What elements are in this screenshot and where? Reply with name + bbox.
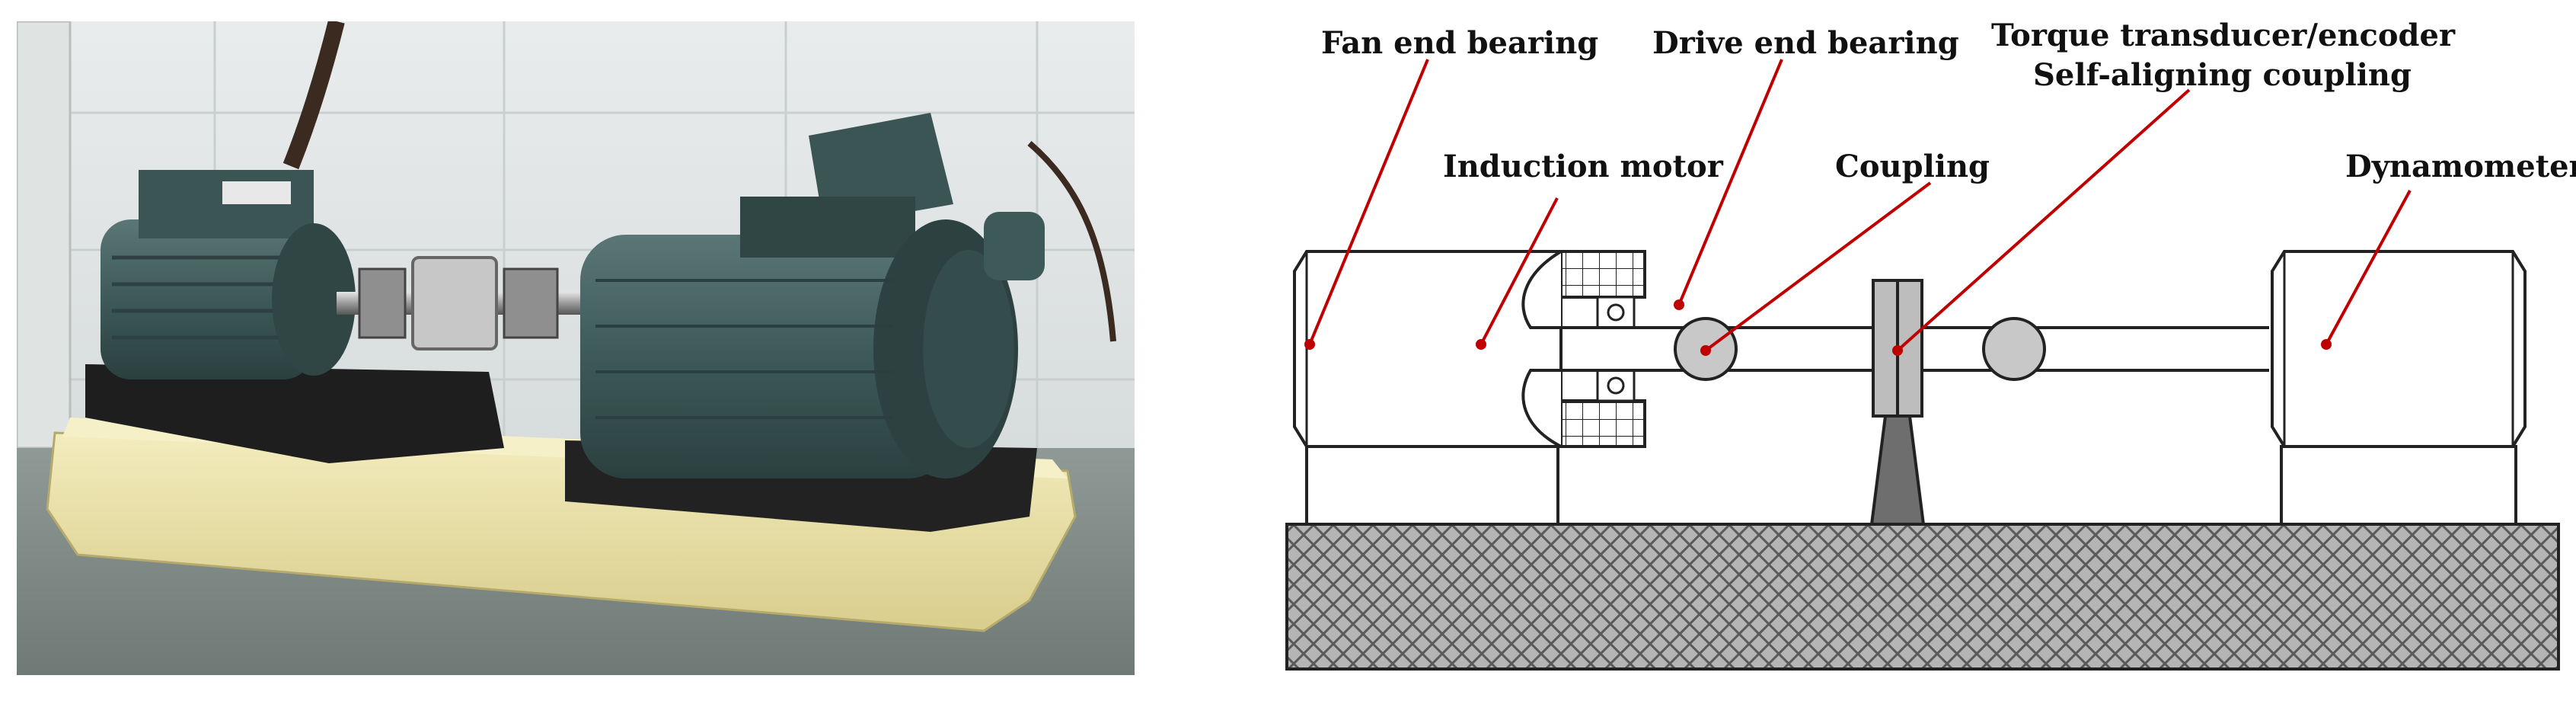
dynamometer-outline xyxy=(2271,250,2527,448)
motor-rotor-curve xyxy=(1521,250,1563,448)
leader-lines xyxy=(1308,59,2412,352)
dyno-top-box xyxy=(740,197,915,258)
transducer-support xyxy=(1869,415,1926,526)
motor-end-cap xyxy=(272,223,356,376)
dyno-fins xyxy=(595,279,892,419)
label-fan-end-bearing: Fan end bearing xyxy=(1321,25,1598,61)
motor-foot xyxy=(1305,445,1559,526)
leader-coupling xyxy=(1704,181,1932,352)
dyno-fan-housing xyxy=(984,212,1045,280)
bearing-lower-ball xyxy=(1607,376,1625,395)
label-dynamometer: Dynamometer xyxy=(2345,149,2576,184)
coupling-left xyxy=(358,267,407,339)
leader-dots xyxy=(1304,299,2332,356)
cable xyxy=(1027,140,1116,342)
leader-dynamometer xyxy=(2325,190,2412,345)
leader-induction-motor xyxy=(1480,197,1559,345)
bearing-upper-ball xyxy=(1607,303,1625,322)
drive-end-housing-top xyxy=(1559,250,1646,299)
leader-drive-end-bearing xyxy=(1677,59,1783,306)
test-rig-photo xyxy=(15,19,1135,675)
terminal-box-label xyxy=(222,181,291,204)
label-drive-end-bearing: Drive end bearing xyxy=(1652,25,1959,61)
coupling-right xyxy=(1982,317,2046,381)
ground-base xyxy=(1285,523,2560,671)
leader-self-aligning-coupling xyxy=(1896,88,2191,352)
bearing-lower xyxy=(1596,369,1636,402)
bearing-upper xyxy=(1596,296,1636,329)
label-self-aligning-coupling: Self-aligning coupling xyxy=(2033,57,2412,93)
drive-end-housing-bottom xyxy=(1559,399,1646,448)
label-induction-motor: Induction motor xyxy=(1443,149,1724,184)
motor-platform xyxy=(85,364,504,463)
cable xyxy=(282,19,345,170)
label-coupling: Coupling xyxy=(1835,149,1990,184)
dynamometer-foot xyxy=(2280,445,2517,526)
torque-transducer xyxy=(411,256,498,350)
dyno-end-face xyxy=(923,250,1014,448)
door-frame xyxy=(15,20,72,450)
label-torque-transducer: Torque transducer/encoder xyxy=(1991,18,2456,53)
coupling-right xyxy=(503,267,559,339)
test-rig-schematic: Fan end bearing Drive end bearing Torque… xyxy=(1264,0,2576,697)
leader-fan-end-bearing xyxy=(1308,59,1429,345)
